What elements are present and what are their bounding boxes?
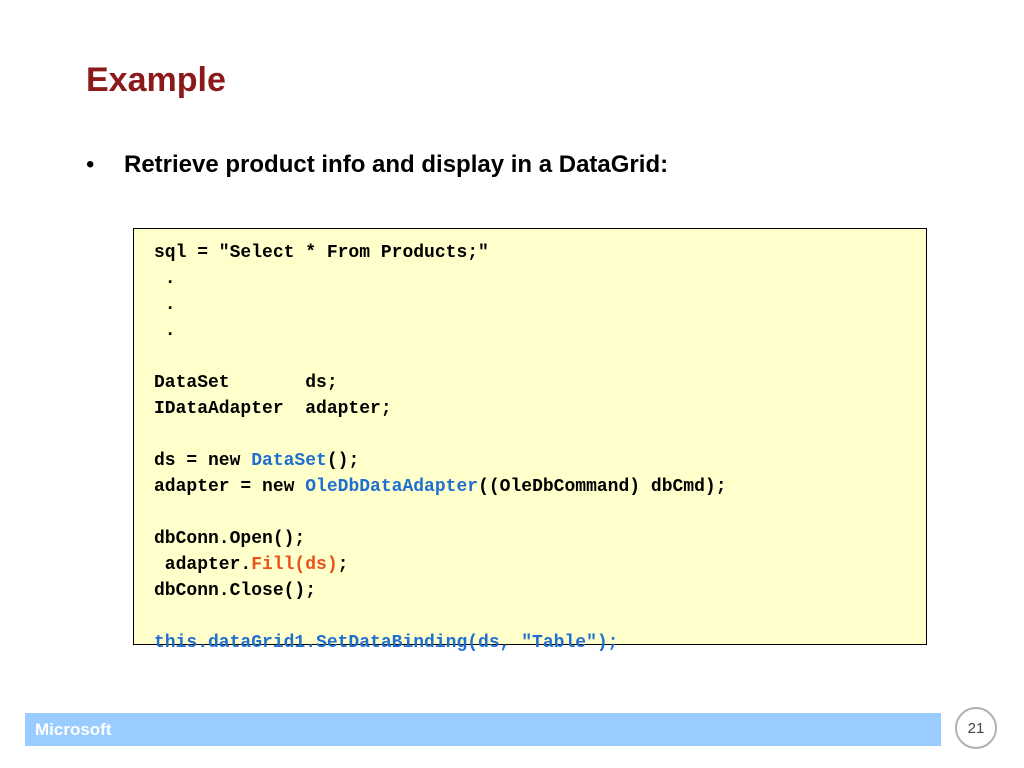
code-token: . [154, 269, 176, 289]
code-token: dbConn.Close(); [154, 581, 317, 601]
code-line [154, 500, 727, 526]
code-token: DataSet [251, 451, 327, 471]
bullet-marker: • [86, 151, 95, 178]
page-number-badge: 21 [955, 707, 997, 749]
code-line: sql = "Select * From Products;" [154, 240, 727, 266]
code-token: this.dataGrid1.SetDataBinding(ds, "Table… [154, 633, 619, 653]
code-line: ds = new DataSet(); [154, 448, 727, 474]
code-token: ds = new [154, 451, 252, 471]
code-token [154, 607, 165, 627]
code-line: adapter.Fill(ds); [154, 552, 727, 578]
code-line: adapter = new OleDbDataAdapter((OleDbCom… [154, 474, 727, 500]
page-number: 21 [967, 719, 985, 737]
code-line: this.dataGrid1.SetDataBinding(ds, "Table… [154, 630, 727, 656]
code-token: . [154, 295, 176, 315]
code-line: dbConn.Close(); [154, 578, 727, 604]
code-line: dbConn.Open(); [154, 526, 727, 552]
code-token: OleDbDataAdapter [305, 477, 479, 497]
code-token [154, 347, 165, 367]
footer-bar: Microsoft [25, 713, 941, 746]
code-token [154, 503, 165, 523]
code-token [154, 425, 165, 445]
bullet-text: Retrieve product info and display in a D… [124, 151, 669, 178]
code-token: dbConn.Open(); [154, 529, 306, 549]
code-token: adapter = new [154, 477, 306, 497]
code-line: . [154, 292, 727, 318]
bullet-item: • Retrieve product info and display in a… [86, 148, 668, 182]
code-line [154, 344, 727, 370]
code-line: . [154, 266, 727, 292]
slide-title: Example [86, 61, 226, 99]
code-token: (); [326, 451, 360, 471]
code-line [154, 604, 727, 630]
code-line [154, 422, 727, 448]
code-token: sql = "Select * From Products;" [154, 243, 489, 263]
footer-brand: Microsoft [35, 720, 112, 739]
code-token: DataSet ds; [154, 373, 338, 393]
code-token: ; [337, 555, 349, 575]
code-token: Fill(ds) [251, 555, 338, 575]
code-token: IDataAdapter adapter; [154, 399, 392, 419]
code-line: DataSet ds; [154, 370, 727, 396]
code-block: sql = "Select * From Products;" . . . Da… [133, 228, 927, 653]
code-token: . [154, 321, 176, 341]
code-token: adapter. [154, 555, 252, 575]
code-line: IDataAdapter adapter; [154, 396, 727, 422]
code-body: sql = "Select * From Products;" . . . Da… [154, 240, 727, 656]
code-token: ((OleDbCommand) dbCmd); [478, 477, 727, 497]
code-line: . [154, 318, 727, 344]
